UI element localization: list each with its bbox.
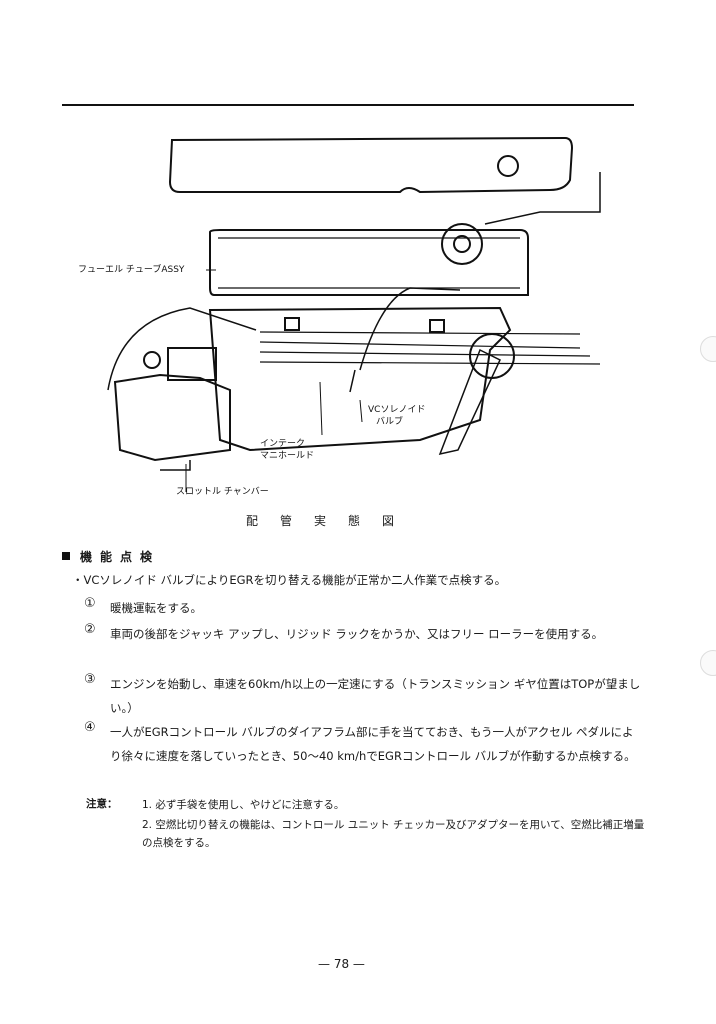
engine-piping-illustration: フューエル チューブASSY VCソレノイド バルブ インテーク マニホールド … bbox=[78, 136, 601, 497]
piping-diagram: フューエル チューブASSY VCソレノイド バルブ インテーク マニホールド … bbox=[60, 120, 660, 520]
note-text: 必ず手袋を使用し、やけどに注意する。 bbox=[155, 799, 345, 811]
diagram-caption: 配管実態図 bbox=[246, 514, 417, 528]
step-number: ② bbox=[84, 622, 96, 637]
step-4: ④ 一人がEGRコントロール バルブのダイアフラム部に手を当てておき、もう一人が… bbox=[84, 720, 644, 768]
note-number: 2. bbox=[142, 819, 153, 831]
oil-filler-cap bbox=[497, 155, 519, 177]
step-number: ④ bbox=[84, 720, 96, 735]
bullet-square-icon bbox=[62, 552, 70, 560]
bracket bbox=[438, 348, 501, 456]
label-vc-solenoid: VCソレノイド bbox=[368, 405, 425, 415]
note-2: 2. 空燃比切り替えの機能は、コントロール ユニット チェッカー及びアダプターを… bbox=[86, 816, 646, 852]
step-number: ③ bbox=[84, 672, 96, 687]
egr-valve bbox=[441, 223, 483, 265]
note-number: 1. bbox=[142, 799, 153, 811]
throttle-chamber bbox=[113, 373, 231, 462]
label-intake: インテーク bbox=[260, 438, 305, 449]
page-number: — 78 — bbox=[318, 957, 365, 971]
label-fuel-tube: フューエル チューブASSY bbox=[78, 263, 185, 275]
step-number: ① bbox=[84, 596, 96, 611]
punch-hole bbox=[700, 336, 716, 362]
label-vc-solenoid-valve: バルブ bbox=[376, 415, 403, 427]
note-1: 注意： 1. 必ず手袋を使用し、やけどに注意する。 bbox=[86, 796, 646, 814]
step-text: 暖機運転をする。 bbox=[110, 601, 202, 615]
label-throttle: スロットル チャンバー bbox=[176, 486, 269, 497]
step-3: ③ エンジンを始動し、車速を60km/h以上の一定速にする（トランスミッション … bbox=[84, 672, 644, 720]
note-text: 空燃比切り替えの機能は、コントロール ユニット チェッカー及びアダプターを用いて… bbox=[142, 819, 645, 849]
label-manifold: マニホールド bbox=[260, 450, 314, 461]
step-text: 一人がEGRコントロール バルブのダイアフラム部に手を当てておき、もう一人がアク… bbox=[110, 725, 636, 763]
intro-text: ・VCソレノイド バルブによりEGRを切り替える機能が正常か二人作業で点検する。 bbox=[72, 573, 507, 587]
valve-cover bbox=[168, 136, 574, 194]
top-rule bbox=[62, 104, 634, 106]
punch-hole bbox=[700, 650, 716, 676]
step-text: 車両の後部をジャッキ アップし、リジッド ラックをかうか、又はフリー ローラーを… bbox=[110, 627, 604, 641]
section-title: 機能点検 bbox=[62, 548, 160, 565]
step-2: ② 車両の後部をジャッキ アップし、リジッド ラックをかうか、又はフリー ローラ… bbox=[84, 622, 644, 646]
step-1: ① 暖機運転をする。 bbox=[84, 596, 644, 620]
note-label: 注意： bbox=[86, 798, 118, 810]
step-text: エンジンを始動し、車速を60km/h以上の一定速にする（トランスミッション ギヤ… bbox=[110, 677, 641, 715]
fuel-tube bbox=[209, 229, 529, 296]
